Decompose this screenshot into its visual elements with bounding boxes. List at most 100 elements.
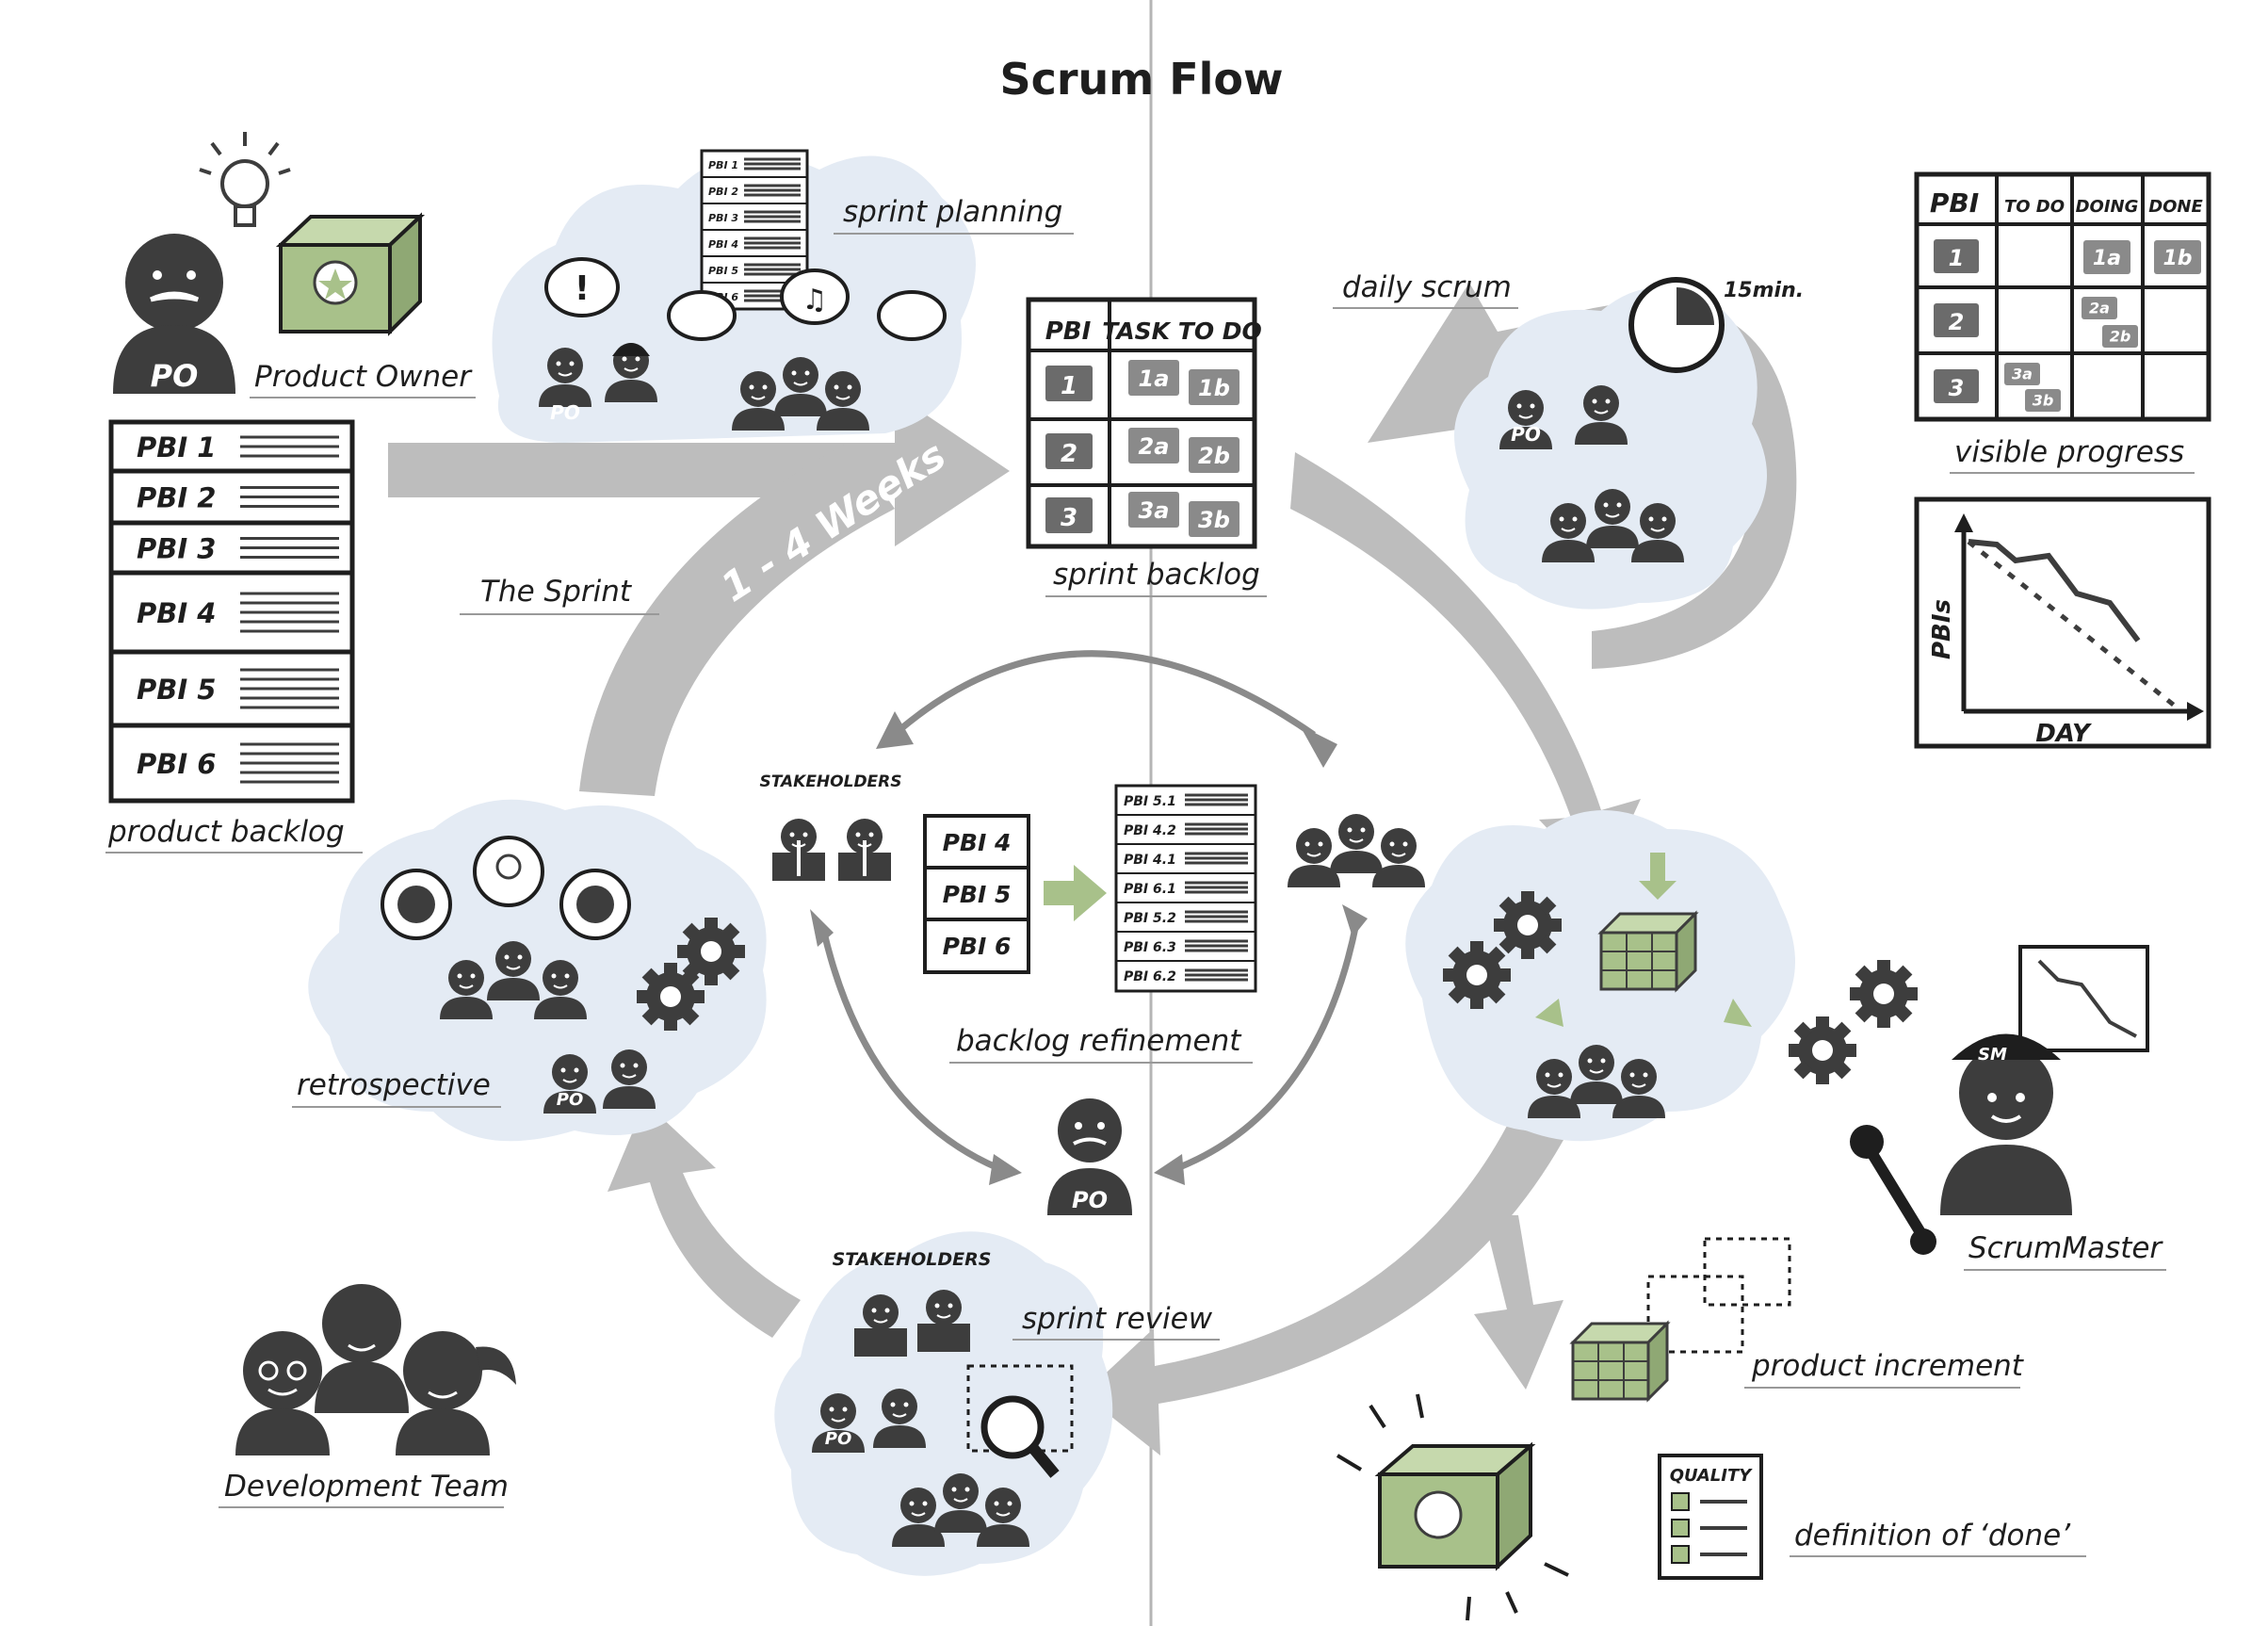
planning-people: PO ! ♫ [538, 257, 947, 431]
magnifier-icon [980, 1395, 1045, 1459]
product-owner-label: Product Owner [254, 360, 473, 394]
task-board-header: DOING [2076, 197, 2139, 217]
refinement-after-item: PBI 6.3 [1124, 940, 1176, 955]
product-increment-cubes [1571, 1237, 1791, 1401]
definition-of-done-label: definition of ‘done’ [1794, 1519, 2071, 1553]
sprint-backlog-task: 3b [1198, 507, 1230, 533]
product-backlog-item: PBI 2 [137, 482, 216, 514]
svg-text:PO: PO [1511, 423, 1541, 446]
burndown-chart: PBIs DAY [1914, 496, 2211, 749]
cloud-sprint-review [774, 1231, 1113, 1576]
backlog-to-sprint-arrow [388, 394, 1010, 546]
refinement-after-item: PBI 5.2 [1124, 911, 1176, 926]
refinement-team [1287, 813, 1426, 888]
gear-icon-2 [637, 963, 705, 1031]
sprint-backlog-task: 1a [1139, 366, 1170, 392]
sprint-backlog-task: 2b [1198, 443, 1230, 469]
svg-text:QUALITY: QUALITY [1670, 1466, 1753, 1486]
task-board-row: 2 [1949, 309, 1965, 335]
increment-scene [1443, 853, 1752, 1119]
product-owner-figure: PO [113, 234, 235, 394]
page-title: Scrum Flow [999, 54, 1283, 105]
sprint-arc-right [1290, 452, 1641, 886]
sprint-arc-lower-right [1083, 1126, 1563, 1455]
refinement-after-item: PBI 4.1 [1124, 853, 1176, 868]
increment-branch-arrow [1474, 1215, 1563, 1390]
daily-scrum-label: daily scrum [1342, 270, 1512, 304]
sprint-backlog-pbi: 2 [1061, 440, 1077, 468]
planning-item: PBI 1 [708, 159, 738, 171]
visible-progress-label: visible progress [1954, 435, 2184, 469]
product-backlog-item: PBI 1 [137, 431, 216, 463]
gear-icon-6 [1789, 1016, 1856, 1084]
planning-item: PBI 5 [708, 265, 738, 277]
development-team-label: Development Team [224, 1470, 509, 1504]
svg-text:PO: PO [825, 1429, 852, 1449]
svg-text:PO: PO [1072, 1187, 1108, 1213]
svg-text:PO: PO [151, 358, 199, 394]
product-backlog-list: PBI 1 PBI 2 PBI 3 PBI 4 PBI 5 PBI 6 [108, 419, 355, 804]
refinement-after-item: PBI 6.1 [1124, 882, 1176, 897]
refinement-arrowheads [810, 711, 1368, 1185]
scrum-master-figure: SM [1789, 945, 2149, 1255]
refinement-after-item: PBI 5.1 [1124, 794, 1176, 809]
svg-text:PO: PO [550, 401, 580, 424]
daily-scrum-loop-arrow [1368, 283, 1797, 669]
task-board-chip: 2a [2089, 299, 2110, 317]
task-board-row: 3 [1949, 375, 1965, 401]
fifteen-min-label: 15min. [1724, 279, 1804, 302]
svg-text:♫: ♫ [802, 284, 828, 317]
exclaim-bubble-icon [544, 257, 620, 317]
sprint-review-scene: PO [811, 1289, 1074, 1548]
refinement-po: PO [1047, 1098, 1132, 1215]
product-box-icon [275, 212, 426, 336]
sprint-arc-lower-left [608, 1102, 801, 1338]
product-backlog-label: product backlog [107, 815, 345, 849]
thought-cloud-icon [667, 290, 737, 341]
task-board-header: PBI [1930, 187, 1979, 219]
task-board-chip: 2b [2110, 327, 2131, 345]
refinement-cycle-arrows [820, 650, 1360, 1172]
product-backlog-item: PBI 3 [137, 533, 216, 565]
sprint-backlog-label: sprint backlog [1053, 558, 1260, 592]
task-board-header: TO DO [2004, 197, 2065, 217]
refinement-before-item: PBI 5 [943, 881, 1012, 908]
sprint-arc-upper-left [579, 443, 895, 796]
refinement-after-item: PBI 4.2 [1124, 823, 1176, 838]
sprint-cycle-arrows [388, 283, 1797, 1455]
planning-item: PBI 4 [708, 238, 738, 251]
quality-checklist-icon: QUALITY [1658, 1454, 1763, 1580]
sprint-backlog-pbi: 1 [1061, 372, 1077, 400]
planning-item: PBI 2 [708, 186, 738, 198]
svg-text:PO: PO [557, 1090, 584, 1110]
backlog-refinement-label: backlog refinement [956, 1024, 1242, 1058]
daily-scrum-people: PO [1498, 384, 1685, 563]
task-board-chip: 1b [2163, 247, 2192, 270]
thought-cloud-icon-2 [877, 290, 947, 341]
refinement-before-item: PBI 6 [943, 933, 1012, 960]
burndown-xlabel: DAY [2035, 720, 2093, 748]
refinement-before-item: PBI 4 [943, 829, 1012, 856]
refinement-after-item: PBI 6.2 [1124, 969, 1176, 984]
development-team-figure [235, 1284, 516, 1455]
stakeholders-label-center: STAKEHOLDERS [759, 772, 901, 791]
product-increment-label: product increment [1751, 1349, 2025, 1383]
lightbulb-icon [199, 132, 291, 227]
svg-text:TASK TO DO: TASK TO DO [1102, 317, 1262, 345]
task-board-chip: 3b [2033, 391, 2054, 409]
product-backlog-item: PBI 5 [137, 674, 216, 706]
product-backlog-item: PBI 4 [137, 597, 216, 629]
gear-icon-5 [1850, 960, 1918, 1028]
sprint-review-label: sprint review [1022, 1302, 1213, 1336]
planning-item: PBI 3 [708, 212, 738, 224]
gear-icon-3 [1494, 891, 1562, 959]
product-backlog-item: PBI 6 [137, 748, 216, 780]
refinement-arrow [1044, 865, 1107, 921]
retrospective-scene: PO [381, 836, 745, 1114]
stakeholders-label-review: STAKEHOLDERS [833, 1249, 992, 1270]
scrum-master-label: ScrumMaster [1968, 1231, 2163, 1265]
